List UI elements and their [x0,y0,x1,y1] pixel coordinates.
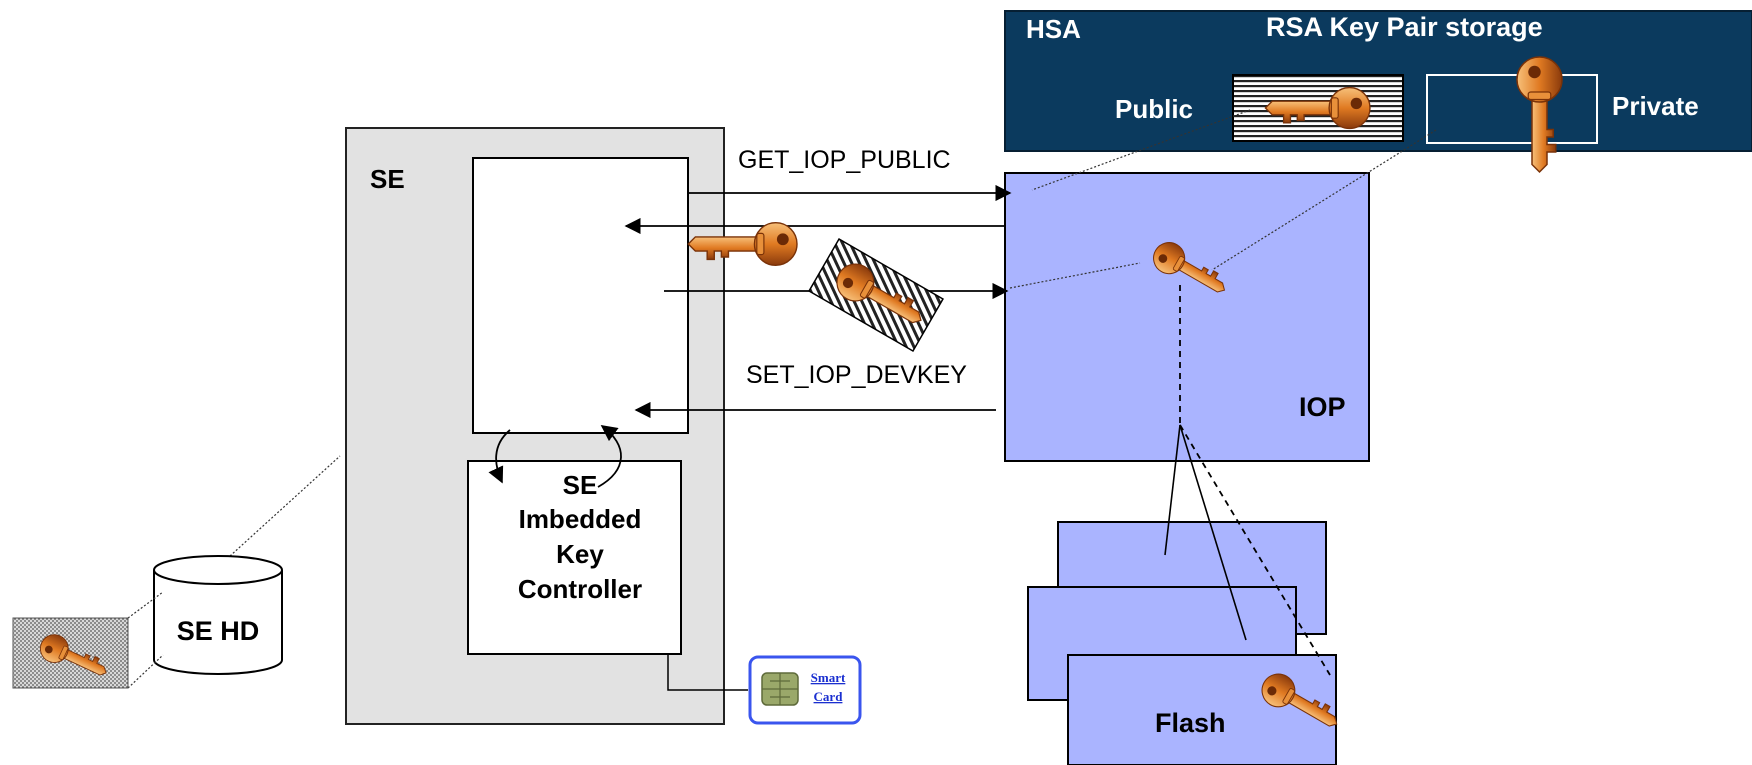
se-hd-label: SE HD [177,616,260,646]
iop-flash-dashed-diag [1179,424,1331,676]
controller-arrow-up [597,425,622,488]
message-flow: GET_IOP_PUBLIC SET_IOP_DEVKEY [624,146,1012,419]
se-panel: SE SE Imbedded Key Controller [345,127,748,725]
se-hd-disk: SE HD [153,455,341,675]
iop-title: IOP [1299,392,1346,422]
hsa-panel: HSA RSA Key Pair storage Public Private [1004,10,1752,152]
smart-card-link [667,654,748,691]
private-key-link [1211,129,1437,271]
controller-line-2: Imbedded [519,504,642,534]
hsa-title: HSA [1026,14,1081,44]
se-title: SE [370,164,405,194]
encrypted-key-tile [808,237,944,353]
flash-card-front [1067,654,1337,765]
iop-panel: IOP [1004,172,1370,462]
public-key-link [1031,109,1251,191]
controller-line-3: Key [556,539,604,569]
smart-card-line-1: Smart [811,670,846,685]
se-hd-link [229,455,341,557]
smart-card-line-2: Card [814,689,844,704]
iop-flash-line-1 [1164,424,1181,556]
set-iop-devkey-label: SET_IOP_DEVKEY [746,361,967,389]
stored-key-tile [12,591,164,689]
disk-cylinder-icon [153,570,283,675]
controller-line-1: SE [563,470,598,500]
private-key-slot [1426,74,1598,144]
iop-flash-line-2 [1179,424,1247,641]
controller-arrow-down [488,429,511,484]
se-interface-box [472,157,689,434]
flash-title: Flash [1155,708,1226,738]
public-key-slot [1232,74,1404,142]
controller-line-4: Controller [518,574,642,604]
public-label: Public [1115,94,1193,124]
private-label: Private [1612,91,1699,121]
se-key-controller-box [467,460,682,655]
flash-stack: Flash [1027,521,1346,765]
smart-card: Smart Card [748,655,862,725]
rsa-storage-title: RSA Key Pair storage [1266,12,1543,42]
get-iop-public-label: GET_IOP_PUBLIC [738,146,951,174]
